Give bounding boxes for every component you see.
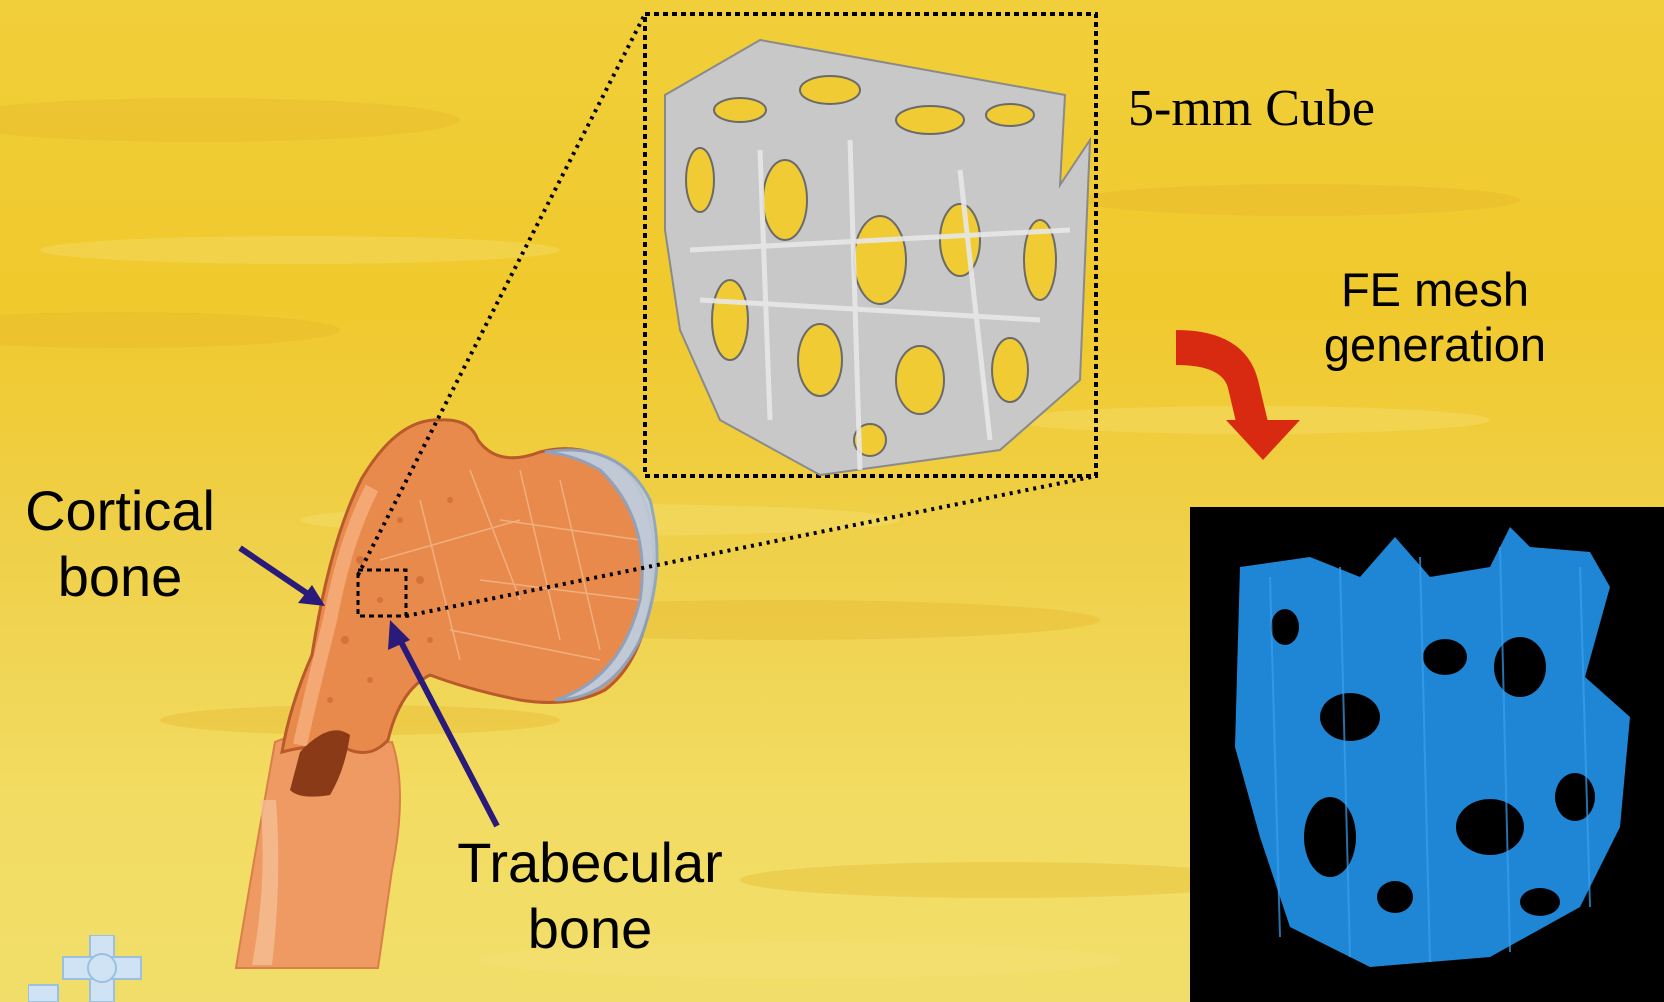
cube-size-label: 5-mm Cube [1128,78,1375,139]
trabecular-label-line1: Trabecular [420,830,760,896]
fe-mesh-label: FE mesh generation [1290,262,1580,373]
cortical-label-line2: bone [0,544,240,610]
fe-label-line1: FE mesh [1290,262,1580,317]
curved-arrow-icon [1176,330,1300,460]
fe-mesh-render [1190,507,1664,1002]
cortical-bone-label: Cortical bone [0,478,240,610]
cortical-label-line1: Cortical [0,478,240,544]
cortical-pointer-arrow [240,548,325,606]
fe-mesh-panel [1190,507,1664,1002]
cube-render-box [645,14,1096,476]
trabecular-label-line2: bone [420,896,760,962]
trabecular-bone-label: Trabecular bone [420,830,760,962]
fe-label-line2: generation [1290,317,1580,372]
cross-logo-icon [28,935,168,1002]
